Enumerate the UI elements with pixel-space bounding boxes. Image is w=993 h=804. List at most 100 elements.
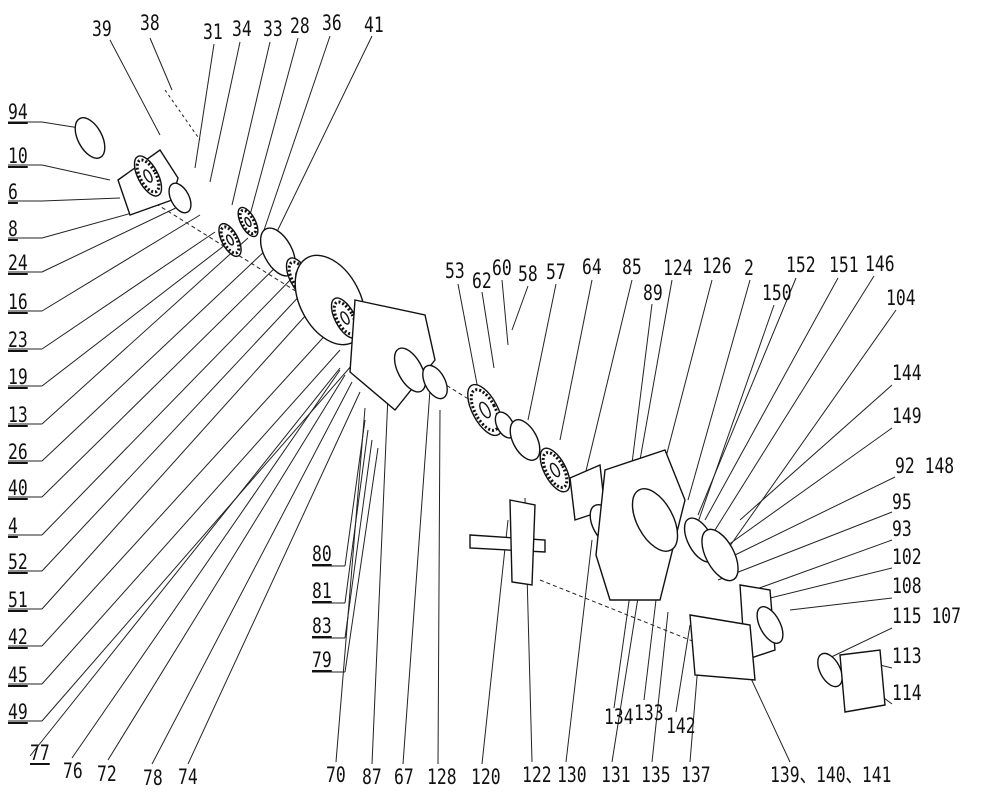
leader-line — [71, 369, 341, 759]
leader-line — [41, 271, 299, 536]
mid-bore — [393, 347, 427, 393]
mid-housing — [349, 299, 436, 411]
leader-line — [659, 279, 713, 481]
part-label-104: 104 — [886, 286, 916, 310]
leader-line — [437, 409, 441, 765]
leader-line — [651, 611, 669, 763]
main-gear-bore — [479, 401, 491, 419]
leader-line — [824, 627, 893, 661]
part-label-102: 102 — [892, 545, 922, 569]
rear-housing — [689, 614, 756, 681]
part-label-34: 34 — [232, 17, 252, 41]
leader-line — [739, 539, 893, 596]
part-label-76: 76 — [63, 759, 83, 783]
part-label-78: 78 — [143, 766, 163, 790]
part-label-45: 45 — [8, 663, 28, 687]
leader-line — [719, 309, 897, 561]
leader-line — [194, 43, 215, 169]
part-label-19: 19 — [8, 365, 28, 389]
part-label-144: 144 — [892, 361, 922, 385]
planet-carrier-bore — [143, 169, 153, 183]
seal-disc — [701, 528, 739, 582]
part-label-137: 137 — [681, 763, 711, 787]
leader-line — [149, 37, 173, 91]
part-label-93: 93 — [892, 517, 912, 541]
part-label-42: 42 — [8, 625, 28, 649]
part-label-49: 49 — [8, 700, 28, 724]
leader-line — [559, 279, 593, 441]
spacer — [422, 364, 448, 400]
leader-line — [269, 35, 373, 247]
leader-line — [344, 447, 379, 673]
part-label-120: 120 — [471, 765, 501, 789]
leader-line — [41, 197, 121, 202]
part-label-57: 57 — [546, 260, 566, 284]
leader-line — [687, 279, 751, 501]
end-oring — [817, 652, 843, 688]
part-label-51: 51 — [8, 588, 28, 612]
leader-line — [41, 349, 341, 685]
leader-line — [41, 254, 289, 498]
leader-line — [209, 41, 241, 183]
leader-line — [789, 597, 893, 611]
part-label-114: 114 — [892, 681, 922, 705]
leader-line — [747, 671, 791, 763]
part-label-152: 152 — [786, 253, 816, 277]
sun-gear-bore — [225, 234, 235, 246]
part-label-128: 128 — [427, 765, 457, 789]
part-label-142: 142 — [666, 714, 696, 738]
cover-disc — [74, 117, 106, 159]
leader-line — [231, 41, 271, 206]
part-label-122: 122 — [522, 763, 552, 787]
part-label-8: 8 — [8, 217, 18, 241]
part-label-115-107: 115 107 — [892, 604, 962, 628]
leader-line — [402, 389, 431, 765]
leader-lines — [8, 35, 897, 765]
leader-line — [704, 277, 839, 521]
part-label-80: 80 — [312, 542, 332, 566]
part-label-146: 146 — [865, 252, 895, 276]
leader-line — [639, 279, 673, 461]
part-label-77: 77 — [30, 741, 50, 765]
part-label-13: 13 — [8, 403, 28, 427]
part-label-131: 131 — [601, 763, 631, 787]
leader-line — [41, 237, 249, 425]
leader-line — [727, 427, 893, 546]
part-label-130: 130 — [557, 763, 587, 787]
leader-line — [611, 584, 641, 763]
ring-gear-b-bore — [340, 311, 350, 325]
leader-line — [41, 329, 331, 647]
part-label-70: 70 — [326, 763, 346, 787]
part-drawings — [74, 117, 886, 713]
leader-line — [41, 231, 216, 350]
leader-line — [714, 275, 875, 531]
part-label-108: 108 — [892, 574, 922, 598]
pinion-gear-bore — [244, 216, 252, 228]
leader-line — [41, 289, 306, 572]
part-label-113: 113 — [892, 644, 922, 668]
part-label-52: 52 — [8, 550, 28, 574]
part-label-4: 4 — [8, 514, 18, 538]
leader-line — [41, 214, 201, 312]
part-label-87: 87 — [362, 765, 382, 789]
part-label-64: 64 — [582, 255, 602, 279]
part-label-33: 33 — [263, 17, 283, 41]
part-label-26: 26 — [8, 440, 28, 464]
part-label-67: 67 — [394, 765, 414, 789]
part-label-28: 28 — [290, 14, 310, 38]
part-label-150: 150 — [762, 281, 792, 305]
leader-line — [41, 164, 111, 181]
leader-line — [481, 291, 495, 369]
part-label-151: 151 — [829, 253, 859, 277]
part-label-24: 24 — [8, 251, 28, 275]
leader-line — [41, 244, 226, 387]
dashed-axis — [164, 89, 201, 141]
leader-line — [41, 364, 353, 722]
part-label-41: 41 — [364, 13, 384, 37]
part-label-133: 133 — [634, 701, 664, 725]
leader-line — [481, 519, 509, 765]
assembly-axis — [539, 579, 741, 661]
leader-line — [107, 374, 346, 761]
